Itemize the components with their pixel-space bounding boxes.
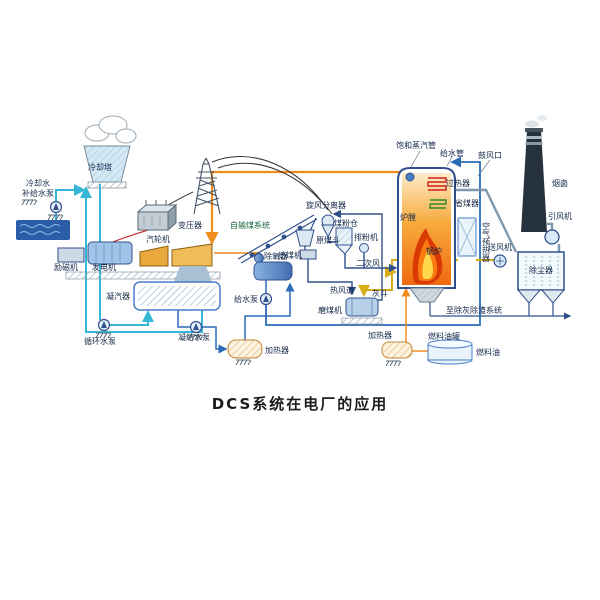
label-cooling-makeup-2: 补给水泵 [22,188,54,198]
label-saturated-steam-pipe: 饱和蒸汽管 [396,140,436,150]
foundation [65,271,221,280]
label-dust-collector: 除尘器 [529,265,553,275]
coal-feeder [299,249,317,260]
transmission-tower [193,157,221,215]
ground-hatch [235,359,252,366]
forced-draft-fan [493,254,507,268]
generator [87,241,133,265]
label-coal-feeder: 给煤机 [278,250,302,260]
superheater-coil [427,177,447,191]
label-induced-fan: 引风机 [548,211,572,221]
exciter [57,247,85,263]
lp-turbine [171,243,213,267]
label-blast-port: 鼓风口 [478,150,502,160]
flame-core [422,250,433,279]
label-air-preheater: 空气预热器 [482,221,491,263]
flue-gas-duct [455,188,561,253]
label-condenser: 凝汽器 [106,291,130,301]
label-cooling-tower: 冷却塔 [88,162,112,172]
label-economizer: 省煤器 [455,198,479,208]
label-deaerator: 除氧器 [264,251,288,261]
label-to-ash-system: 至除灰除渣系统 [446,305,502,315]
lp-heater [227,339,263,359]
fuel-oil-tank [427,339,473,365]
deaerator [253,253,293,281]
coal-preparation [295,214,383,325]
label-superheater: 过热器 [446,178,470,188]
label-coal-bunker: 煤粉仓 [334,218,358,228]
feed-water-pipe [265,156,481,326]
dust-collector [516,251,566,304]
label-turbine: 汽轮机 [146,234,170,244]
label-cooling-makeup-1: 冷却水 [26,178,50,188]
raw-coal-hopper [295,229,315,247]
coal-mill [341,297,383,325]
label-circulating-pump: 循环水泵 [84,336,116,346]
label-transformer: 变压器 [178,220,202,230]
river [16,220,70,240]
induced-draft-fan [544,229,560,245]
label-ash-hopper: 灰斗 [372,288,388,298]
ground-hatch [21,199,38,206]
chimney [521,115,547,232]
label-condensate-pump: 凝结水泵 [178,332,210,342]
label-powder-fan: 排粉机 [354,232,378,242]
steam-drum [405,172,415,182]
label-oil-heater: 加热器 [368,330,392,340]
air-preheater [457,217,477,257]
fuel-oil-pipe [401,287,428,352]
label-forced-fan: 送风机 [488,242,512,252]
label-coal-mill: 磨煤机 [318,305,342,315]
turbine-generator-train [57,241,221,282]
ash-removal-line [429,302,572,320]
label-feed-water-pipe: 给水管 [440,148,464,158]
cooling-tower [83,115,137,189]
exhaust-duct [174,266,212,282]
label-separator: 旋风分离器 [306,200,346,210]
label-feed-pump: 给水泵 [234,294,258,304]
label-fuel-oil: 燃料油 [476,347,500,357]
coal-flow-lines [304,209,398,301]
ground-hatch [385,360,402,367]
hp-turbine [139,245,169,267]
circulating-pump [97,318,111,332]
label-generator: 发电机 [92,262,116,272]
feed-pump [259,292,273,306]
label-chimney: 烟囱 [552,178,568,188]
boiler [397,167,456,303]
diagram-title: DCS系统在电厂的应用 [212,395,389,413]
label-hot-air-duct: 热风道 [330,285,354,295]
fuel-oil-system [381,339,473,365]
condensate-pump [189,320,203,334]
ash-hopper [409,287,445,303]
label-lp-heater: 加热器 [265,345,289,355]
label-coal-conveying: 自输煤系统 [230,220,270,230]
powder-exhaust-fan [359,243,369,253]
label-boiler: 锅炉 [426,246,442,256]
transformer [136,200,178,232]
label-fuel-tank: 燃料油罐 [428,331,460,341]
condenser [133,281,221,311]
condensate-pipe [177,280,295,354]
label-secondary-air: 二次风 [356,258,380,268]
label-furnace: 炉膛 [400,212,416,222]
economizer-coil [429,199,447,209]
pipe-network [55,150,572,354]
label-exciter: 励磁机 [54,262,78,272]
label-raw-coal-hopper: 原煤斗 [316,235,340,245]
oil-heater [381,341,413,359]
makeup-pump [49,200,63,214]
labels-layer: 冷却塔 冷却水 补给水泵 变压器 励磁机 发电机 汽轮机 凝汽器 循环水泵 凝结… [22,140,572,357]
coal-bunker [334,227,354,255]
